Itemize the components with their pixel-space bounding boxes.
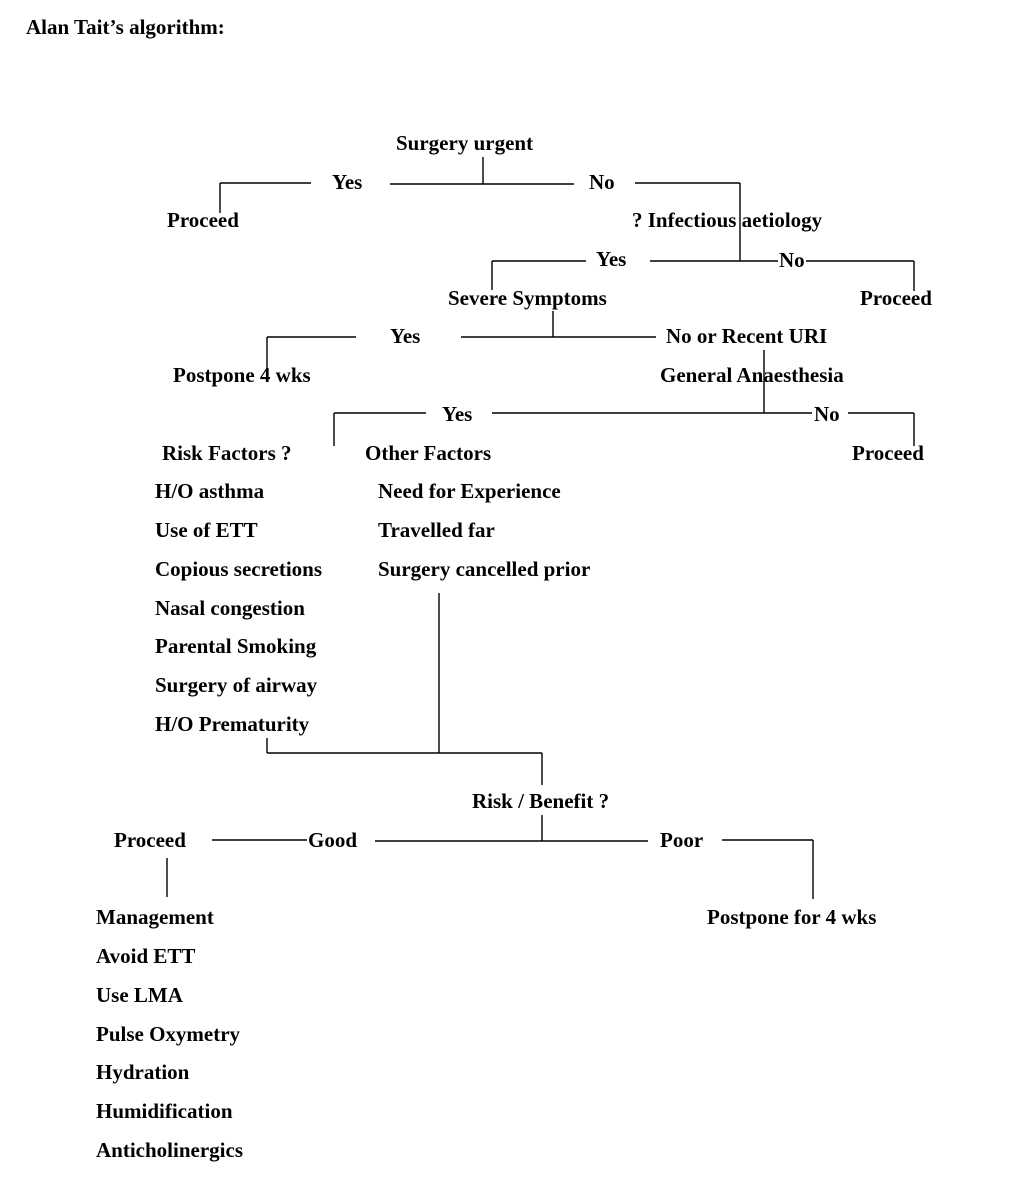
management-item: Anticholinergics <box>96 1138 243 1162</box>
label-yes-ga: Yes <box>442 402 473 426</box>
label-yes-infectious: Yes <box>596 247 627 271</box>
management-item: Use LMA <box>96 983 183 1007</box>
label-no-infectious: No <box>778 248 806 272</box>
node-other-factors: Other Factors <box>365 441 492 465</box>
risk-factor-item: H/O asthma <box>155 479 265 503</box>
label-good: Good <box>308 828 358 852</box>
node-proceed-urgent: Proceed <box>167 208 239 232</box>
management-item: Humidification <box>96 1099 233 1123</box>
label-no-urgent: No <box>589 170 615 194</box>
risk-factor-item: Parental Smoking <box>155 634 317 658</box>
management-item: Avoid ETT <box>96 944 196 968</box>
other-factor-item: Need for Experience <box>378 479 561 503</box>
management-item: Pulse Oxymetry <box>96 1022 241 1046</box>
node-risk-benefit: Risk / Benefit ? <box>472 789 610 813</box>
node-no-or-recent-uri: No or Recent URI <box>666 324 828 348</box>
node-risk-factors: Risk Factors ? <box>162 441 292 465</box>
risk-factor-item: Copious secretions <box>155 557 323 581</box>
risk-factor-item: Use of ETT <box>155 518 258 542</box>
node-general-anaesthesia: General Anaesthesia <box>660 363 844 387</box>
risk-factor-item: Surgery of airway <box>155 673 318 697</box>
node-postpone-4-wks: Postpone 4 wks <box>173 363 311 387</box>
node-infectious-aetiology: ? Infectious aetiology <box>632 208 823 232</box>
management-item: Hydration <box>96 1060 190 1084</box>
node-severe-symptoms: Severe Symptoms <box>448 286 607 310</box>
node-proceed-no-ga: Proceed <box>852 441 924 465</box>
label-yes-severe: Yes <box>390 324 421 348</box>
label-no-ga: No <box>812 402 842 426</box>
node-surgery-urgent: Surgery urgent <box>396 131 534 155</box>
node-proceed-noninfectious: Proceed <box>860 286 932 310</box>
node-proceed-good: Proceed <box>114 828 186 852</box>
label-poor: Poor <box>660 828 704 852</box>
diagram-title: Alan Tait’s algorithm: <box>26 15 225 39</box>
risk-factor-item: Nasal congestion <box>155 596 305 620</box>
other-factor-item: Surgery cancelled prior <box>378 557 591 581</box>
other-factor-item: Travelled far <box>378 518 495 542</box>
node-management: Management <box>96 905 214 929</box>
risk-factor-item: H/O Prematurity <box>155 712 310 736</box>
node-postpone-for-4-wks: Postpone for 4 wks <box>707 905 877 929</box>
label-yes-urgent: Yes <box>332 170 363 194</box>
